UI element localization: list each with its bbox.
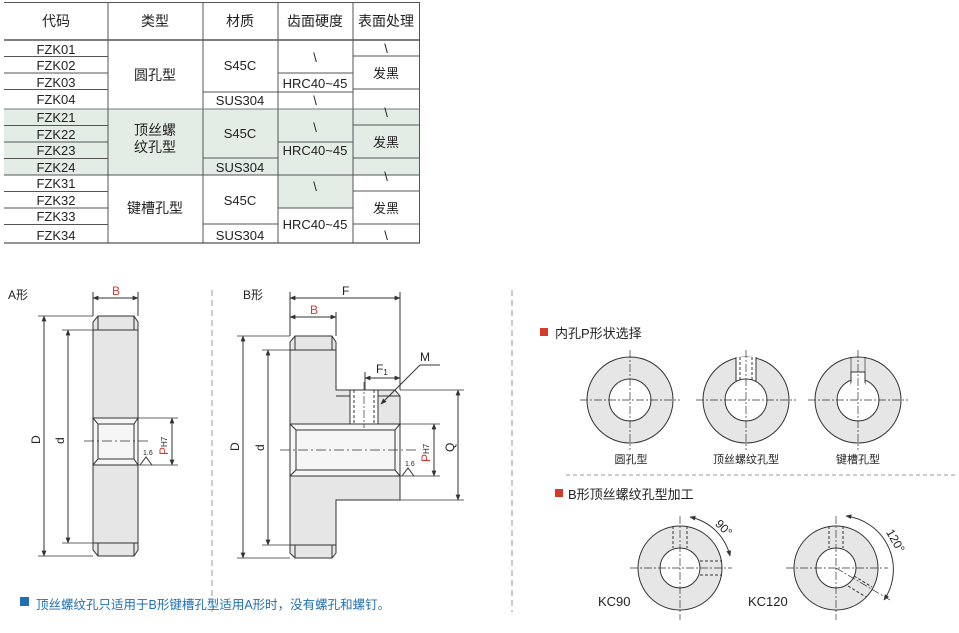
diagram-b-title: B形 <box>243 288 263 302</box>
kc120-angle: 120° <box>883 527 908 556</box>
code-cell: FZK02 <box>36 58 75 73</box>
surface-cell: \ <box>384 41 388 56</box>
material-cell: S45C <box>224 58 257 73</box>
dim-d-big-b: D <box>228 442 242 451</box>
bore-keyway-label: 键槽孔型 <box>836 452 880 466</box>
header-type: 类型 <box>141 13 169 29</box>
surface-cell: 发黑 <box>373 135 399 150</box>
kc90-label: KC90 <box>598 594 631 609</box>
surface-cell: \ <box>384 228 388 243</box>
code-cell: FZK03 <box>36 75 75 90</box>
bore-tapped-figure <box>696 350 796 450</box>
code-cell: FZK32 <box>36 193 75 208</box>
type-cell: 圆孔型 <box>134 67 176 83</box>
code-cell: FZK04 <box>36 92 75 107</box>
hardness-cell: HRC40~45 <box>283 143 348 158</box>
highlight-band-hard <box>278 175 353 208</box>
type-cell: 键槽孔型 <box>127 200 183 216</box>
drawings-canvas: A形 B D d PH7 1. <box>8 284 955 620</box>
surface-cell: 发黑 <box>373 66 399 81</box>
section2-title: B形顶丝螺纹孔型加工 <box>568 487 694 502</box>
code-cell: FZK31 <box>36 176 75 191</box>
kc120-label: KC120 <box>748 594 788 609</box>
code-cell: FZK22 <box>36 127 75 142</box>
bore-b <box>289 423 401 477</box>
dim-d-big-a: D <box>29 435 43 444</box>
note-text: 顶丝螺纹孔只适用于B形键槽孔型适用A形时，没有螺孔和螺钉。 <box>36 598 391 612</box>
bore-shape-section: 圆孔型 顶丝螺纹孔型 键槽孔型 <box>580 350 908 466</box>
dim-b-b: B <box>310 303 318 317</box>
header-code: 代码 <box>42 13 70 29</box>
header-hardness: 齿面硬度 <box>287 13 343 29</box>
header-surface: 表面处理 <box>358 13 414 29</box>
kc90-angle: 90° <box>712 517 735 540</box>
bore-round-figure <box>580 350 680 450</box>
bore-round-label: 圆孔型 <box>615 452 648 466</box>
hardness-cell: \ <box>313 120 317 135</box>
diagram-a: A形 B D d PH7 1. <box>8 284 178 557</box>
type-cell: 顶丝螺 <box>134 122 176 138</box>
dim-b-a: B <box>112 284 120 298</box>
hardness-cell: \ <box>313 179 317 194</box>
roughness-a: 1.6 <box>143 450 153 457</box>
type-cell: 纹孔型 <box>134 139 176 155</box>
bore-tapped-label: 顶丝螺纹孔型 <box>713 452 779 466</box>
dim-p-b: PH7 <box>419 443 433 462</box>
dim-d-small-b: d <box>253 444 267 451</box>
code-cell: FZK23 <box>36 143 75 158</box>
dim-f-b: F <box>342 284 349 298</box>
surface-cell: 发黑 <box>373 201 399 216</box>
kc120-figure: 120° <box>786 514 908 620</box>
hardness-cell: \ <box>313 93 317 108</box>
label-m-b: M <box>420 350 430 364</box>
spec-table: 代码 类型 材质 齿面硬度 表面处理 FZK01 FZK02 FZK03 FZK… <box>4 2 420 244</box>
dim-d-small-a: d <box>53 437 67 444</box>
material-cell: S45C <box>224 126 257 141</box>
dim-q-b: Q <box>443 443 457 452</box>
kc90-figure: 90° <box>630 515 735 620</box>
note-marker <box>20 597 29 606</box>
header-material: 材质 <box>226 13 254 29</box>
material-cell: SUS304 <box>216 160 264 175</box>
kc-section: 90° 120° KC90 KC120 <box>598 514 908 620</box>
hardness-cell: HRC40~45 <box>283 217 348 232</box>
dim-p-a: PH7 <box>157 436 171 455</box>
bore-keyway-figure <box>808 350 908 450</box>
code-cell: FZK33 <box>36 209 75 224</box>
material-cell: SUS304 <box>216 93 264 108</box>
section1-marker <box>540 328 548 336</box>
material-cell: SUS304 <box>216 228 264 243</box>
bore-a <box>92 417 139 466</box>
hardness-cell: HRC40~45 <box>283 76 348 91</box>
section2-marker <box>555 489 563 497</box>
code-cell: FZK34 <box>36 228 75 243</box>
surface-cell: \ <box>384 105 388 120</box>
dim-f1-b: F1 <box>376 362 388 377</box>
code-cell: FZK01 <box>36 42 75 57</box>
diagram-a-title: A形 <box>8 288 28 302</box>
surface-cell: \ <box>384 169 388 184</box>
code-cell: FZK21 <box>36 110 75 125</box>
section1-title: 内孔P形状选择 <box>555 326 642 341</box>
hardness-cell: \ <box>313 50 317 65</box>
roughness-b: 1.6 <box>405 461 415 468</box>
code-cell: FZK24 <box>36 160 75 175</box>
material-cell: S45C <box>224 193 257 208</box>
diagram-b: B形 F B F1 <box>228 284 464 559</box>
